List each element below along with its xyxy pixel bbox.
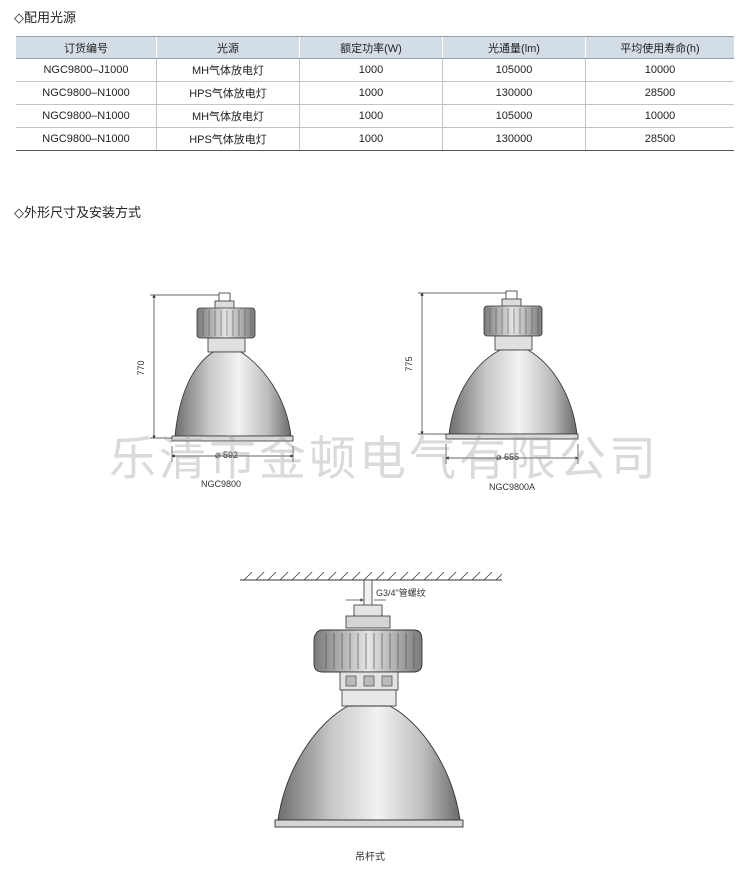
cell-light-source: HPS气体放电灯 <box>156 81 300 105</box>
cell-light-source: MH气体放电灯 <box>156 104 300 128</box>
cell-life: 10000 <box>585 58 734 82</box>
diameter-symbol-1: ⌀ <box>215 450 221 460</box>
cell-flux: 105000 <box>442 58 586 82</box>
thread-label: G3/4"管螺纹 <box>376 587 426 598</box>
table-row: NGC9800–N1000 MH气体放电灯 1000 105000 10000 <box>16 104 734 128</box>
lamp-ngc9800a-drawing <box>418 290 579 464</box>
cell-power: 1000 <box>299 81 443 105</box>
header-power: 额定功率(W) <box>299 36 443 59</box>
lamp1-diameter-label: 592 <box>223 450 238 460</box>
lamp1-caption: NGC9800 <box>201 479 241 489</box>
cell-power: 1000 <box>299 104 443 128</box>
table-row: NGC9800–N1000 HPS气体放电灯 1000 130000 28500 <box>16 81 734 105</box>
cell-flux: 130000 <box>442 81 586 105</box>
header-flux: 光通量(lm) <box>442 36 586 59</box>
spec-table: 订货编号 光源 额定功率(W) 光通量(lm) 平均使用寿命(h) NGC980… <box>16 36 734 151</box>
cell-order-no: NGC9800–J1000 <box>16 58 157 82</box>
cell-order-no: NGC9800–N1000 <box>16 127 157 151</box>
pendant-mount-drawing <box>240 571 503 828</box>
section-title-light-source: ◇配用光源 <box>14 11 76 26</box>
company-watermark: 乐清市金顿电气有限公司 <box>109 432 659 487</box>
header-life: 平均使用寿命(h) <box>585 36 734 59</box>
cell-flux: 130000 <box>442 127 586 151</box>
table-row: NGC9800–J1000 MH气体放电灯 1000 105000 10000 <box>16 58 734 82</box>
diameter-symbol-2: ⌀ <box>496 452 502 462</box>
section-title-dimensions: ◇外形尺寸及安装方式 <box>14 206 141 221</box>
cell-life: 10000 <box>585 104 734 128</box>
cell-life: 28500 <box>585 81 734 105</box>
table-row: NGC9800–N1000 HPS气体放电灯 1000 130000 28500 <box>16 127 734 151</box>
cell-order-no: NGC9800–N1000 <box>16 81 157 105</box>
pendant-caption: 吊杆式 <box>355 850 385 863</box>
cell-light-source: HPS气体放电灯 <box>156 127 300 151</box>
lamp2-height-label: 775 <box>404 356 414 371</box>
cell-light-source: MH气体放电灯 <box>156 58 300 82</box>
header-light-source: 光源 <box>156 36 300 59</box>
cell-power: 1000 <box>299 127 443 151</box>
cell-order-no: NGC9800–N1000 <box>16 104 157 128</box>
cell-flux: 105000 <box>442 104 586 128</box>
lamp1-height-label: 770 <box>136 360 146 375</box>
lamp2-caption: NGC9800A <box>489 482 535 492</box>
header-order-no: 订货编号 <box>16 36 157 59</box>
lamp2-diameter-label: 655 <box>504 452 519 462</box>
lamp-ngc9800-drawing <box>150 292 294 462</box>
cell-power: 1000 <box>299 58 443 82</box>
cell-life: 28500 <box>585 127 734 151</box>
table-header-row: 订货编号 光源 额定功率(W) 光通量(lm) 平均使用寿命(h) <box>16 36 734 59</box>
